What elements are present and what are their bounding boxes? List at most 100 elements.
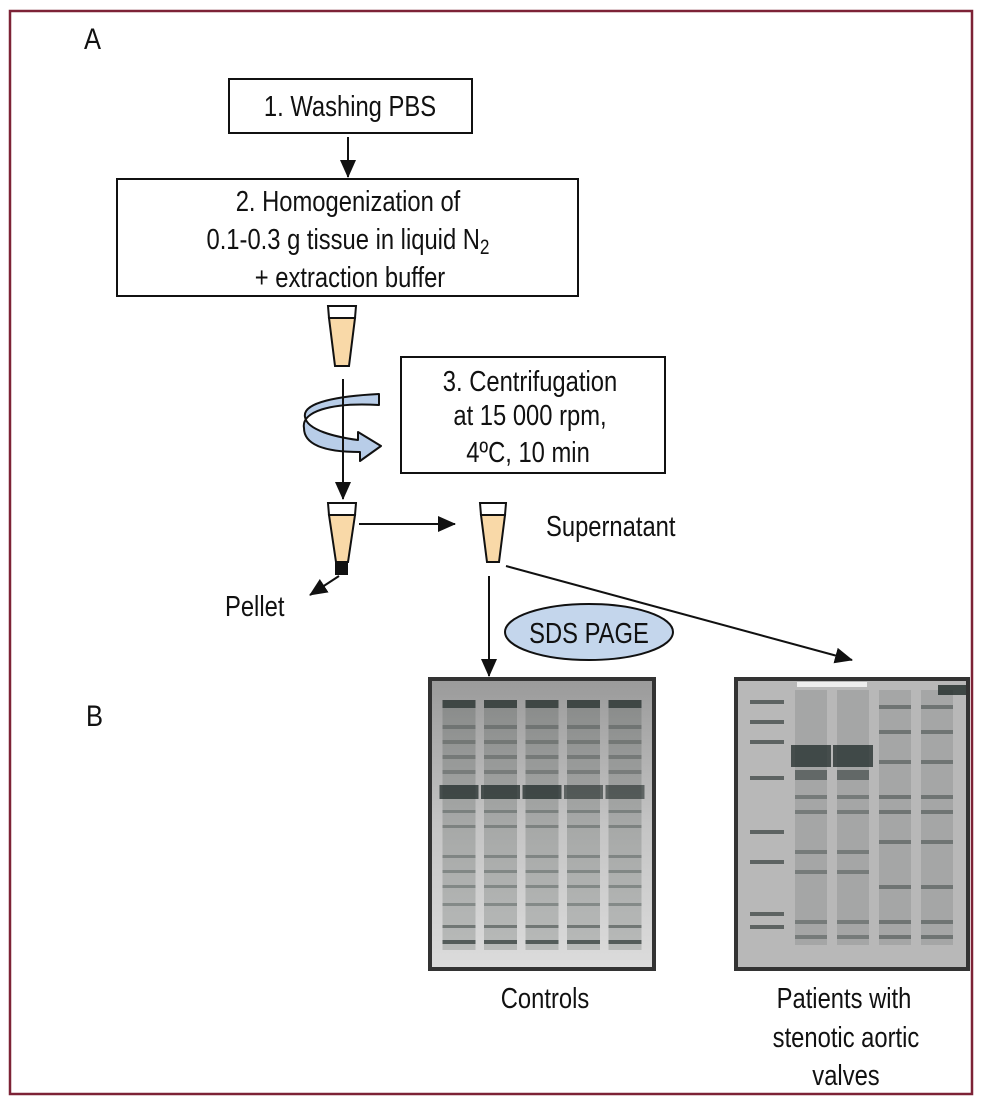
gel-band bbox=[442, 940, 476, 944]
gel-band bbox=[795, 850, 827, 854]
gel-image-patients bbox=[734, 677, 970, 971]
marker-band bbox=[750, 740, 784, 744]
gel-band bbox=[921, 885, 953, 889]
gel-band bbox=[608, 740, 642, 744]
gel-band bbox=[608, 855, 642, 858]
gel-band bbox=[837, 795, 869, 799]
step-2-homogenization-box: 2. Homogenization of 0.1-0.3 g tissue in… bbox=[116, 178, 579, 297]
gel-band bbox=[442, 755, 476, 759]
gel-lane bbox=[442, 700, 476, 950]
gel-band bbox=[921, 920, 953, 924]
step-1-washing-box: 1. Washing PBS bbox=[228, 78, 473, 134]
panel-label-b: B bbox=[86, 699, 103, 732]
marker-band bbox=[750, 912, 784, 916]
marker-band bbox=[750, 776, 784, 780]
gel-band bbox=[837, 810, 869, 814]
gel-band bbox=[567, 903, 600, 906]
step-2-line-1: 2. Homogenization of bbox=[236, 185, 461, 218]
step-3-line-2: at 15 000 rpm, bbox=[453, 399, 606, 432]
gel-band bbox=[525, 810, 559, 813]
gel-band bbox=[795, 810, 827, 814]
gel-band bbox=[484, 725, 517, 729]
arrow-to-pellet bbox=[309, 575, 340, 596]
marker-band bbox=[750, 860, 784, 864]
gel-band bbox=[608, 725, 642, 729]
gel-band bbox=[879, 795, 911, 799]
gel-band bbox=[837, 920, 869, 924]
step-3-centrifugation-box: 3. Centrifugation at 15 000 rpm, 4ºC, 10… bbox=[400, 356, 666, 474]
gel-image-controls bbox=[428, 677, 656, 971]
gel-band bbox=[567, 870, 600, 873]
gel-band bbox=[481, 785, 520, 799]
sds-page-label: SDS PAGE bbox=[529, 617, 649, 650]
gel-band bbox=[837, 870, 869, 874]
gel-band bbox=[442, 770, 476, 774]
gel-band bbox=[484, 855, 517, 858]
gel-band bbox=[921, 810, 953, 814]
gel-band bbox=[567, 740, 600, 744]
gel-band bbox=[484, 885, 517, 888]
arrow-to-patients-gel bbox=[505, 565, 853, 664]
gel-lane bbox=[795, 690, 827, 945]
pellet-label: Pellet bbox=[225, 590, 285, 623]
gel-band bbox=[442, 725, 476, 729]
gel-band bbox=[795, 795, 827, 799]
gel-band bbox=[879, 935, 911, 939]
gel-band bbox=[837, 935, 869, 939]
gel-band bbox=[442, 870, 476, 873]
gel-band bbox=[525, 870, 559, 873]
gel-band bbox=[442, 903, 476, 906]
subscript-2: 2 bbox=[480, 237, 490, 260]
gel-band bbox=[484, 925, 517, 928]
gel-band bbox=[608, 825, 642, 828]
gel-band bbox=[837, 850, 869, 854]
gel-band bbox=[567, 755, 600, 759]
gel-band bbox=[795, 920, 827, 924]
gel-band bbox=[938, 685, 966, 695]
tube-pellet-icon bbox=[326, 502, 358, 575]
gel-band bbox=[608, 925, 642, 928]
gel-band bbox=[921, 840, 953, 844]
marker-band bbox=[750, 700, 784, 704]
caption-patients-line-3: valves bbox=[812, 1059, 879, 1092]
gel-band bbox=[879, 920, 911, 924]
gel-band bbox=[608, 870, 642, 873]
gel-band bbox=[525, 725, 559, 729]
gel-band bbox=[525, 825, 559, 828]
gel-lane bbox=[525, 700, 559, 950]
gel-band bbox=[484, 870, 517, 873]
tube-supernatant-icon bbox=[478, 502, 508, 563]
gel-band bbox=[791, 745, 831, 767]
gel-band bbox=[442, 810, 476, 813]
gel-band bbox=[921, 730, 953, 734]
gel-band bbox=[442, 885, 476, 888]
gel-band bbox=[837, 770, 869, 780]
gel-lane bbox=[879, 690, 911, 945]
gel-band bbox=[525, 940, 559, 944]
gel-band bbox=[921, 935, 953, 939]
gel-lane bbox=[837, 690, 869, 945]
gel-band bbox=[567, 810, 600, 813]
gel-band bbox=[442, 825, 476, 828]
gel-lane bbox=[484, 700, 517, 950]
gel-band bbox=[879, 840, 911, 844]
step-2-line-3: + extraction buffer bbox=[255, 261, 446, 294]
gel-band bbox=[567, 770, 600, 774]
gel-band bbox=[879, 760, 911, 764]
marker-band bbox=[750, 830, 784, 834]
gel-band bbox=[442, 855, 476, 858]
gel-band bbox=[567, 700, 600, 708]
gel-band bbox=[879, 885, 911, 889]
gel-band bbox=[879, 705, 911, 709]
gel-band bbox=[608, 770, 642, 774]
gel-band bbox=[484, 903, 517, 906]
step-1-text: 1. Washing PBS bbox=[264, 90, 436, 123]
gel-band bbox=[608, 940, 642, 944]
supernatant-label: Supernatant bbox=[546, 510, 676, 543]
gel-band bbox=[833, 745, 873, 767]
gel-band bbox=[567, 725, 600, 729]
gel-band bbox=[484, 700, 517, 708]
gel-band bbox=[564, 785, 603, 799]
gel-band bbox=[795, 770, 827, 780]
